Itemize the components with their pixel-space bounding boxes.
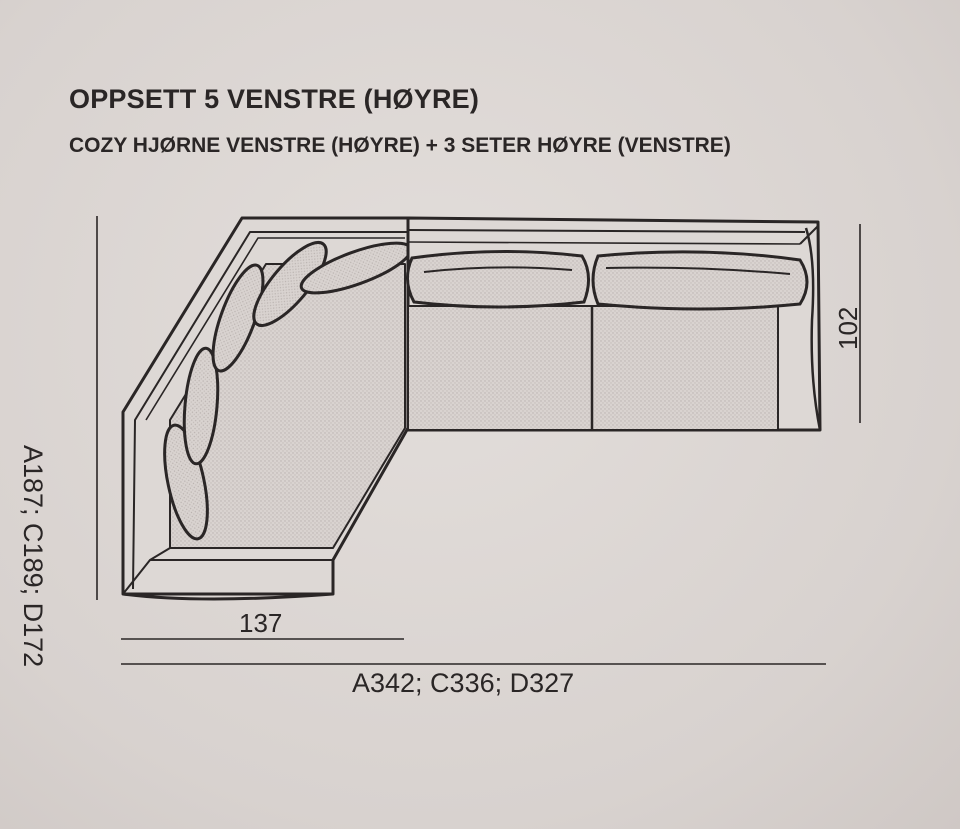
diagram-title: OPPSETT 5 VENSTRE (HØYRE) — [69, 84, 480, 114]
dimension-corner-depth: A187; C189; D172 — [18, 445, 48, 668]
diagram-subtitle: COZY HJØRNE VENSTRE (HØYRE) + 3 SETER HØ… — [69, 134, 731, 157]
three-seater-back-cushions — [406, 249, 809, 311]
corner-back-pillows — [163, 241, 413, 541]
three-seater-module — [406, 216, 822, 432]
dimension-seat-depth: 102 — [833, 306, 863, 350]
dimension-total-width: A342; C336; D327 — [352, 668, 575, 698]
dimension-corner-width: 137 — [239, 608, 283, 638]
